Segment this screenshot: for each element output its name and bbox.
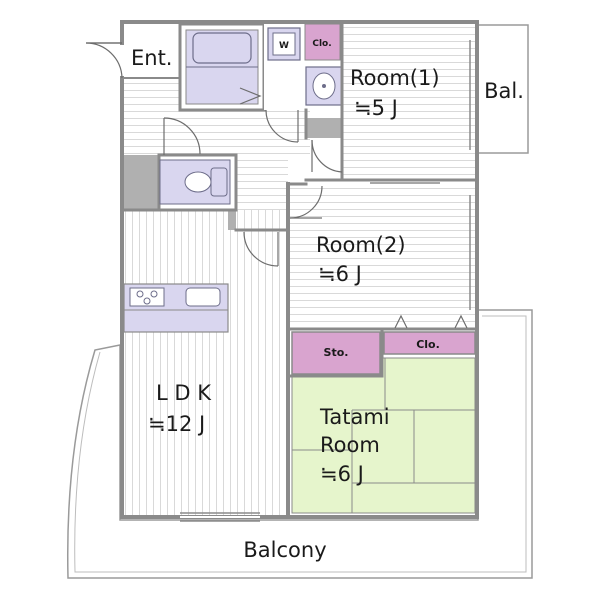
small-balcony-label: Bal. bbox=[484, 79, 524, 103]
room1-size: ≒5 J bbox=[354, 96, 398, 120]
room2-label: Room(2) bbox=[316, 233, 406, 257]
washer-label: W bbox=[279, 41, 289, 51]
toilet-room bbox=[157, 153, 238, 212]
closet-top-label: Clo. bbox=[312, 39, 331, 49]
closet-mid-label: Clo. bbox=[416, 338, 440, 351]
tatami-label-line1: Tatami bbox=[319, 405, 390, 429]
room1-label: Room(1) bbox=[350, 66, 440, 90]
floor-areas bbox=[124, 24, 475, 515]
ldk-label: L D K bbox=[156, 381, 212, 405]
balcony-area: Balcony bbox=[67, 309, 533, 579]
storage-units: Sto. Clo. bbox=[291, 331, 476, 375]
walls bbox=[120, 20, 479, 519]
tatami-room: Tatami Room ≒6 J bbox=[291, 357, 476, 514]
entrance-label: Ent. bbox=[131, 46, 173, 70]
balcony-label: Balcony bbox=[243, 538, 326, 562]
doors bbox=[85, 42, 468, 329]
kitchen-counter bbox=[123, 283, 229, 333]
room2-size: ≒6 J bbox=[318, 262, 362, 286]
windows bbox=[180, 40, 471, 522]
tatami-label-line2: Room bbox=[320, 433, 380, 457]
small-balcony: Bal. bbox=[477, 24, 529, 154]
tatami-size: ≒6 J bbox=[320, 462, 364, 486]
room-labels: Ent. Room(1) ≒5 J Room(2) ≒6 J L D K ≒12… bbox=[131, 46, 440, 436]
washroom: W Clo. bbox=[264, 23, 343, 110]
bathroom bbox=[178, 22, 266, 112]
ldk-size: ≒12 J bbox=[148, 412, 205, 436]
storage-label: Sto. bbox=[324, 346, 349, 359]
